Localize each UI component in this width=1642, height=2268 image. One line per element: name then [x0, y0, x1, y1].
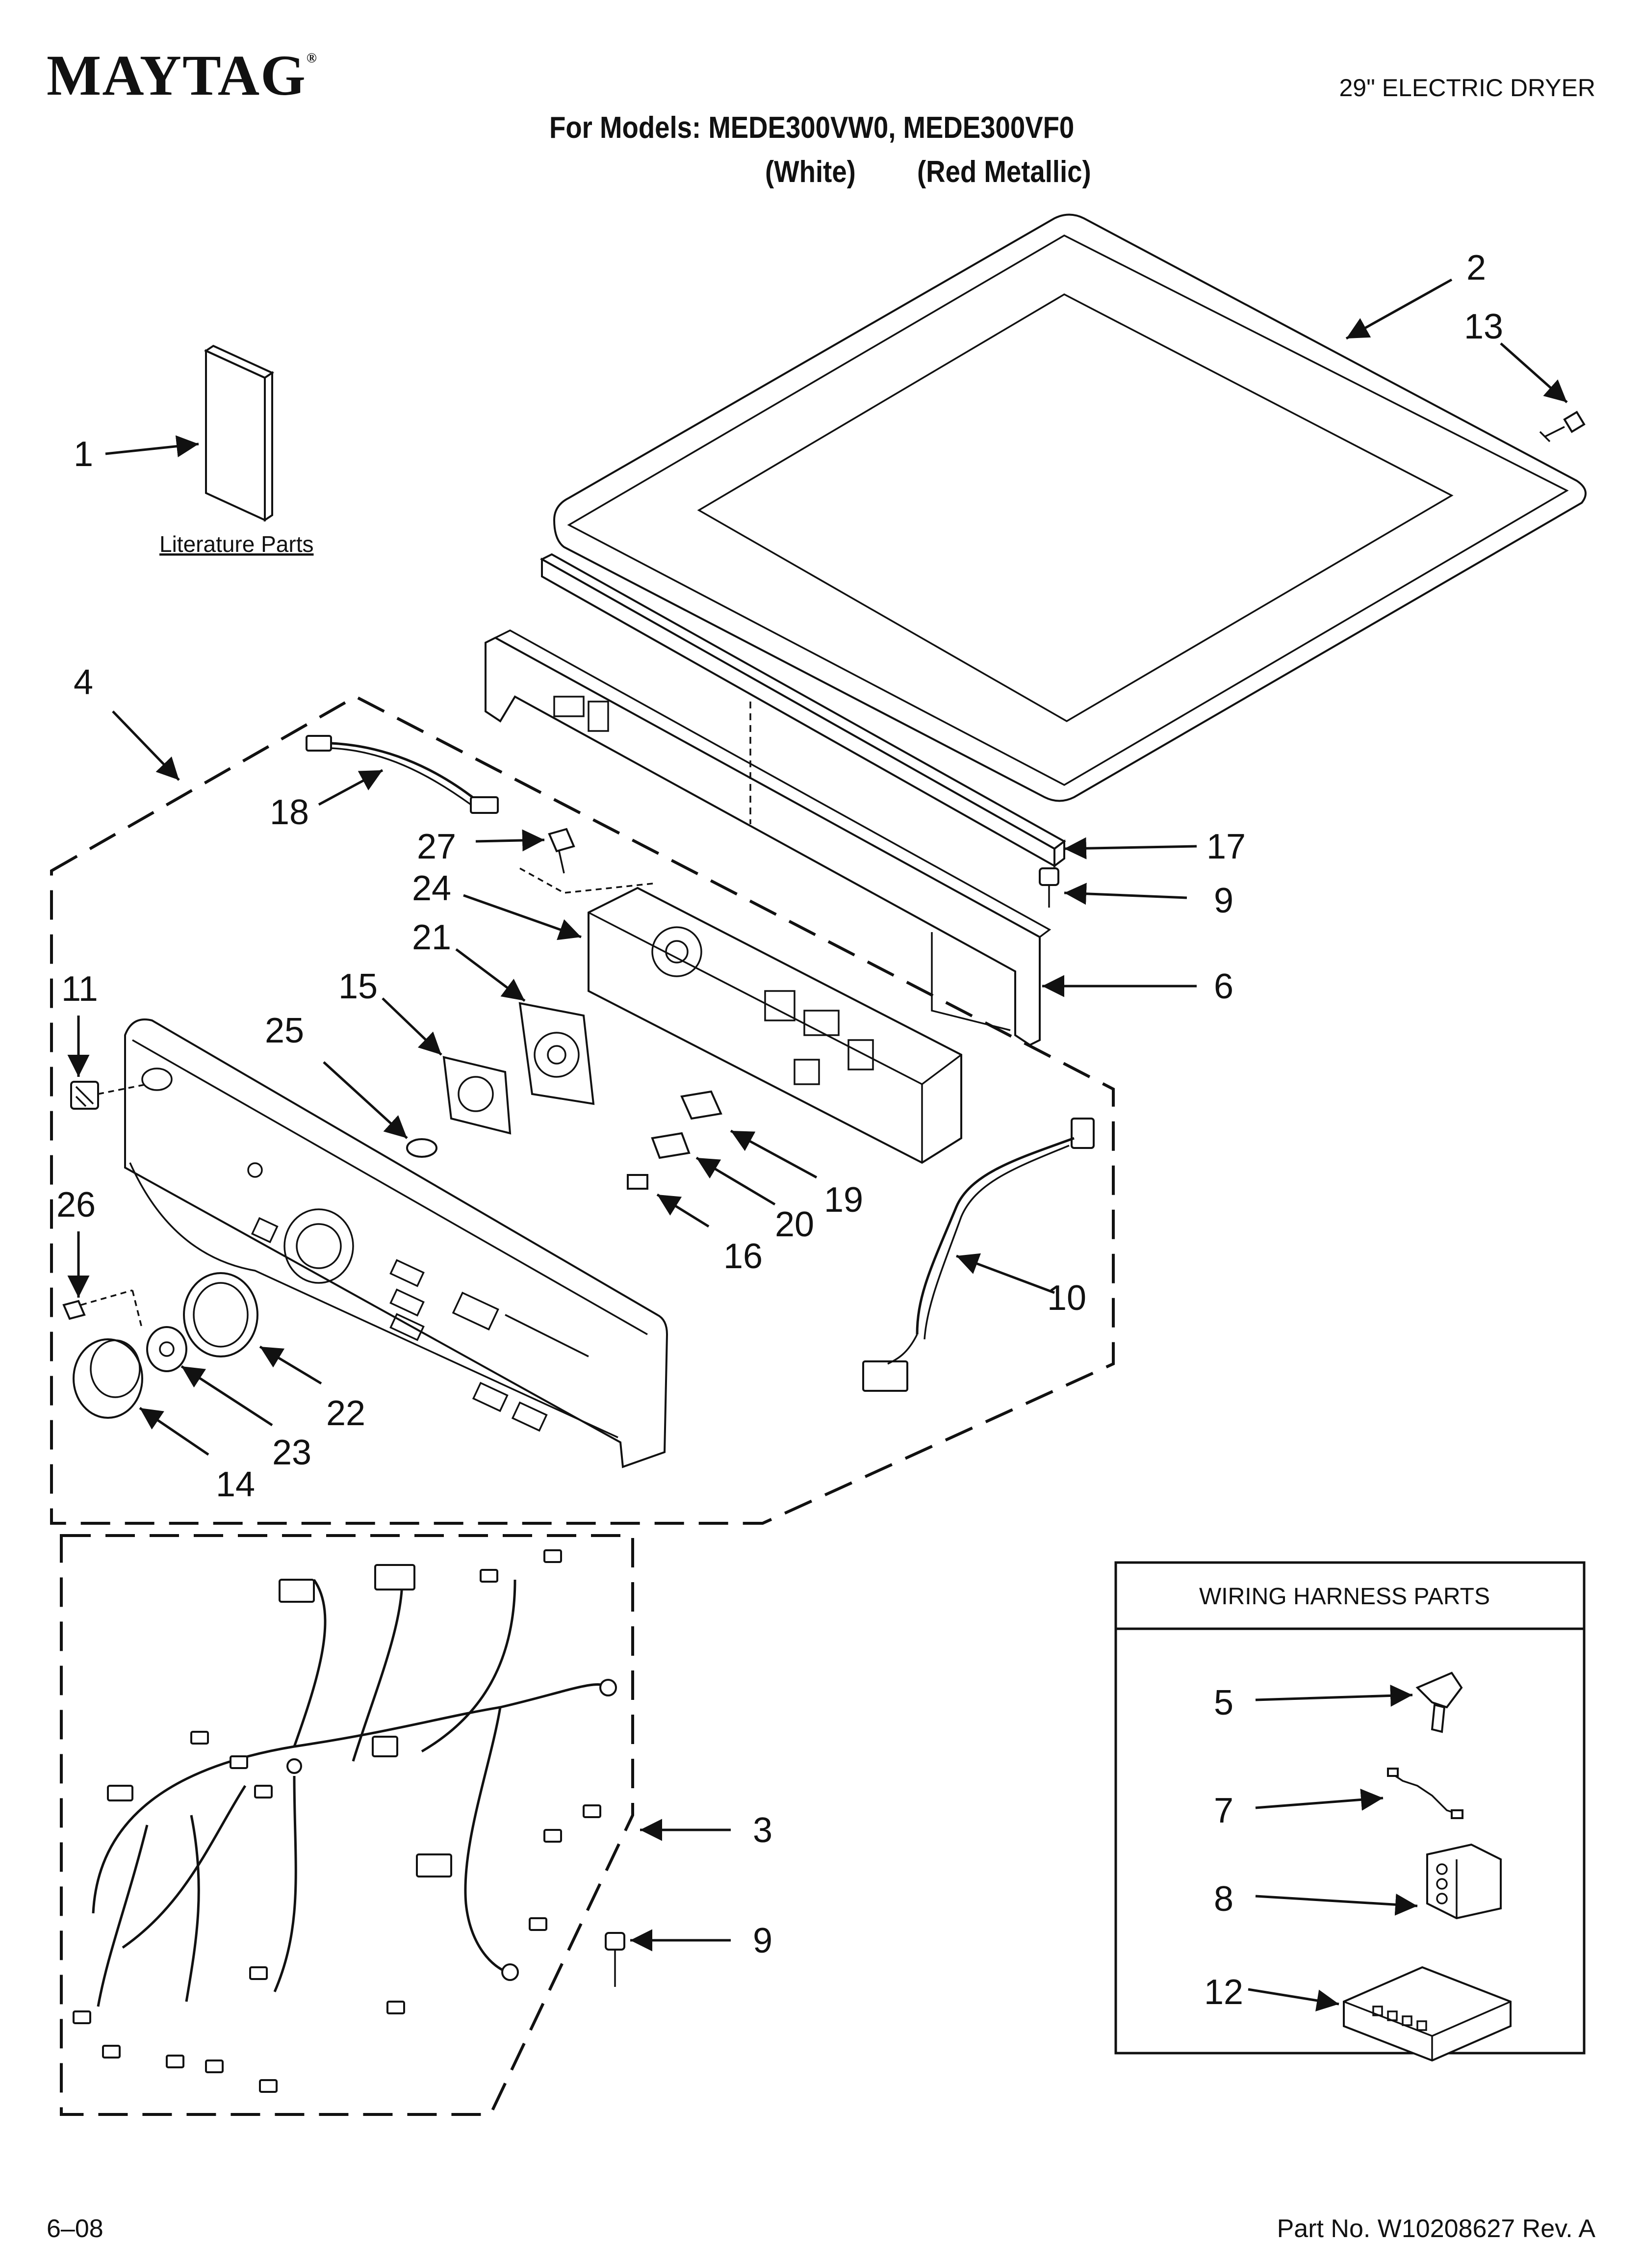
- knob-14: [73, 1338, 143, 1419]
- screw-9-upper: [1039, 867, 1059, 908]
- callout-3: 3: [753, 1811, 772, 1850]
- screw-26: [62, 1289, 143, 1330]
- leader-21: [455, 948, 526, 1002]
- callout-13: 13: [1464, 307, 1503, 346]
- callout-15: 15: [338, 967, 378, 1006]
- console-bracket: [485, 629, 1052, 1046]
- callout-1: 1: [74, 435, 93, 474]
- leader-2: [1345, 278, 1453, 340]
- leader-5: [1255, 1684, 1413, 1707]
- leader-7: [1255, 1789, 1384, 1811]
- leader-16: [656, 1193, 710, 1228]
- button-20: [651, 1132, 691, 1159]
- main-wire-harness: [73, 1549, 617, 2093]
- encoder-15: [442, 1056, 512, 1135]
- callout-26: 26: [56, 1185, 96, 1225]
- callout-18: 18: [270, 793, 309, 832]
- wiring-box-title: WIRING HARNESS PARTS: [1199, 1584, 1490, 1610]
- color-red-label: (Red Metallic): [917, 155, 1091, 189]
- leader-10: [956, 1253, 1055, 1294]
- button-16: [627, 1174, 648, 1190]
- document-type: 29" ELECTRIC DRYER: [1339, 74, 1595, 102]
- callout-21: 21: [412, 918, 451, 957]
- callout-24: 24: [412, 869, 451, 908]
- callout-25: 25: [265, 1011, 304, 1050]
- leader-8: [1255, 1893, 1418, 1916]
- encoder-housing-21: [518, 1002, 595, 1105]
- leader-9-upper: [1064, 883, 1187, 905]
- leader-27: [475, 829, 545, 852]
- leader-14: [139, 1407, 209, 1456]
- callout-27: 27: [417, 827, 456, 866]
- callout-8: 8: [1214, 1879, 1233, 1919]
- knob-cap-11: [70, 1081, 148, 1110]
- leader-4: [112, 710, 180, 781]
- callout-19: 19: [824, 1180, 863, 1220]
- leader-17: [1064, 837, 1197, 860]
- callout-22: 22: [326, 1394, 365, 1433]
- callout-2: 2: [1466, 248, 1486, 287]
- callout-9-lower: 9: [753, 1921, 772, 1960]
- leader-23: [180, 1365, 273, 1427]
- leader-22: [259, 1345, 322, 1385]
- leader-20: [695, 1156, 776, 1206]
- knob-insert-23: [146, 1326, 187, 1372]
- terminal-7: [1387, 1768, 1463, 1819]
- wire-harness-10: [862, 1118, 1095, 1392]
- terminal-block-12: [1343, 1966, 1512, 2062]
- leader-25: [323, 1061, 408, 1139]
- leader-13: [1500, 342, 1568, 403]
- callout-17: 17: [1206, 827, 1246, 866]
- callout-9-upper: 9: [1214, 881, 1233, 920]
- screw-9-lower: [605, 1932, 625, 1987]
- top-panel: [553, 213, 1587, 802]
- callout-6: 6: [1214, 967, 1233, 1006]
- callout-7: 7: [1214, 1791, 1233, 1830]
- screw-27: [519, 828, 658, 894]
- brand-logo: MAYTAG®: [47, 47, 318, 104]
- leader-15: [382, 997, 442, 1056]
- bezel-ring-22: [183, 1272, 258, 1357]
- literature-booklet: [204, 344, 275, 522]
- callout-14: 14: [216, 1465, 255, 1504]
- callout-12: 12: [1204, 1973, 1243, 2012]
- brand-registered-mark: ®: [306, 51, 318, 66]
- wire-jumper-18: [306, 735, 499, 814]
- literature-parts-label: Literature Parts: [159, 531, 313, 557]
- leader-12: [1248, 1988, 1339, 2012]
- main-harness-boundary: [60, 1534, 634, 2116]
- callout-4: 4: [74, 663, 93, 702]
- callout-5: 5: [1214, 1683, 1233, 1722]
- leader-19: [730, 1129, 818, 1179]
- revision-date: 6–08: [47, 2215, 103, 2243]
- button-19: [680, 1090, 722, 1120]
- electronic-control-24: [588, 886, 962, 1164]
- screw-13: [1539, 411, 1586, 443]
- callout-11: 11: [61, 969, 98, 1009]
- leader-24: [463, 894, 582, 940]
- disc-25: [406, 1138, 437, 1158]
- console-panel: [124, 1018, 668, 1468]
- callout-10: 10: [1047, 1278, 1086, 1318]
- part-number: Part No. W10208627 Rev. A: [1277, 2215, 1595, 2243]
- callout-20: 20: [775, 1205, 814, 1244]
- clip-5: [1415, 1671, 1463, 1733]
- callout-23: 23: [272, 1433, 311, 1472]
- callout-16: 16: [723, 1237, 763, 1276]
- leader-1: [105, 435, 199, 458]
- leader-18: [318, 769, 384, 806]
- color-white-label: (White): [765, 155, 856, 189]
- wiring-harness-parts-box: [1114, 1561, 1586, 2055]
- models-line: For Models: MEDE300VW0, MEDE300VF0: [549, 111, 1075, 145]
- brand-name: MAYTAG: [47, 43, 307, 107]
- console-assembly-boundary: [50, 695, 1115, 1525]
- connector-8: [1426, 1843, 1502, 1920]
